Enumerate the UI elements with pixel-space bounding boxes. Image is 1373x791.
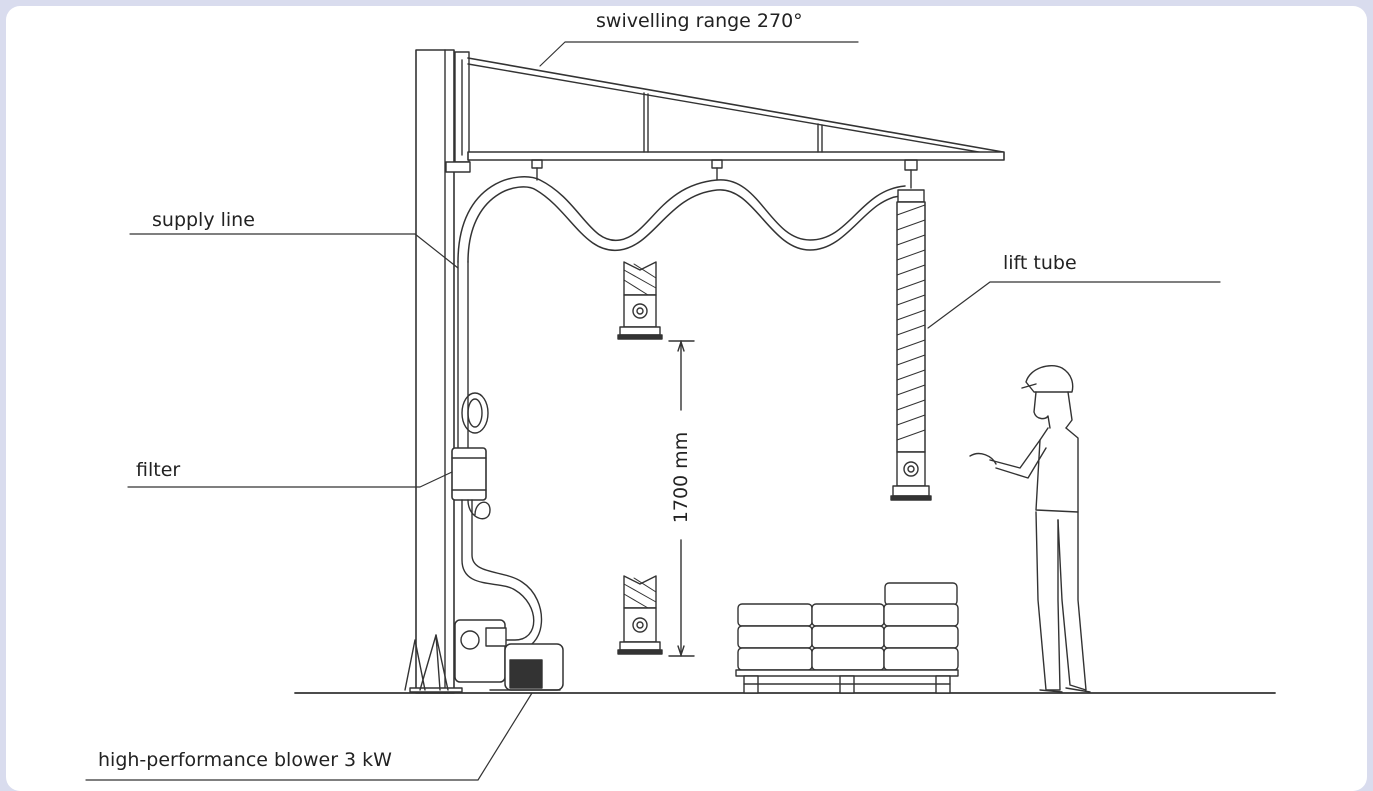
gripper-lower-position [618,576,662,654]
supply-line-label: supply line [152,209,255,231]
lift-tube [891,190,931,500]
diagram-panel: swivelling range 270° supply line lift t… [6,6,1367,791]
blower-label: high-performance blower 3 kW [98,749,392,771]
vacuum-lifter-diagram [6,6,1367,791]
jib-crane-column [405,50,470,693]
blower-unit [455,620,563,690]
gripper-upper-position [618,262,662,339]
leader-lines [86,42,1220,780]
sacks-on-pallet [736,583,958,693]
supply-line-hose [452,177,905,650]
lift-height-dimension [669,341,694,656]
lift-tube-label: lift tube [1003,252,1077,274]
lift-height-label: 1700 mm [670,431,693,524]
filter-label: filter [136,459,181,481]
operator-figure [970,366,1090,692]
jib-arm [468,58,1004,188]
swivelling-range-label: swivelling range 270° [596,10,803,32]
